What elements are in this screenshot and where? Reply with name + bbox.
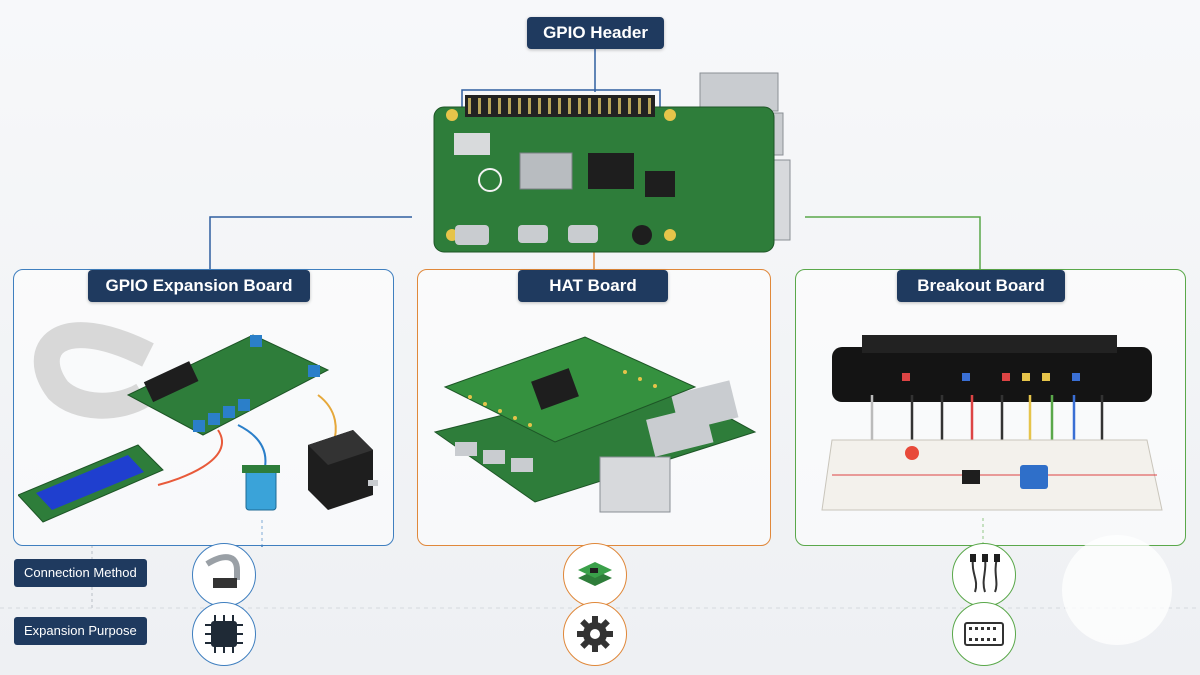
watermark-seal (1062, 535, 1172, 645)
raspberry-pi-board (433, 72, 791, 253)
expansion-purpose-label: Expansion Purpose (14, 617, 147, 645)
chip-icon (192, 602, 256, 666)
gpio-header-label: GPIO Header (527, 17, 664, 49)
gpio-expansion-board-label: GPIO Expansion Board (88, 270, 310, 302)
breakout-board-label: Breakout Board (897, 270, 1065, 302)
hat-board-illustration (433, 336, 757, 513)
gpio-expansion-illustration (18, 322, 378, 523)
breadboard-icon (952, 602, 1016, 666)
jumper-wire-icon (952, 543, 1016, 607)
breakout-board-illustration (821, 335, 1163, 511)
ribbon-cable-icon (192, 543, 256, 607)
stacked-board-icon (563, 543, 627, 607)
hat-board-label: HAT Board (518, 270, 668, 302)
connection-method-label: Connection Method (14, 559, 147, 587)
gear-icon (563, 602, 627, 666)
